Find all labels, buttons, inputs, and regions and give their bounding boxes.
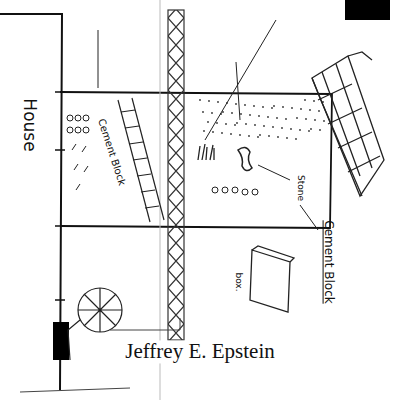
gravel-dot — [236, 122, 238, 124]
gravel-dot — [259, 134, 261, 136]
gravel-dot — [254, 124, 256, 126]
gravel-dot — [248, 135, 250, 137]
planter-sketch — [312, 52, 384, 196]
gravel-dot — [319, 129, 321, 131]
box-sketch — [250, 246, 294, 312]
gravel-dot — [240, 113, 242, 115]
redaction — [53, 322, 69, 360]
gravel-dot — [212, 131, 214, 133]
gravel-dot — [207, 121, 209, 123]
gravel-dot — [199, 99, 201, 101]
wheel-sketch — [68, 288, 122, 360]
redaction — [345, 0, 390, 20]
grass-tuft — [198, 144, 214, 160]
gravel-dot — [296, 117, 298, 119]
gravel-dot — [235, 103, 237, 105]
gravel-dot — [305, 118, 307, 120]
gravel-dot — [203, 130, 205, 132]
gravel-dot — [231, 112, 233, 114]
gravel-dot — [217, 101, 219, 103]
gravel-dot — [323, 120, 325, 122]
gravel-dot — [258, 115, 260, 117]
leader-lines — [98, 20, 318, 230]
gravel-dot — [272, 126, 274, 128]
gravel-dot — [208, 100, 210, 102]
gravel-dot — [271, 107, 273, 109]
gravel-dot — [295, 138, 297, 140]
gravel-dot — [318, 110, 320, 112]
lattice-truss — [168, 10, 184, 340]
gravel-dot — [221, 132, 223, 134]
gravel-dot — [262, 106, 264, 108]
tick-marks — [55, 92, 65, 300]
gravel-dot — [263, 125, 265, 127]
gravel-dot — [304, 99, 306, 101]
stone — [238, 147, 252, 170]
gravel-dot — [267, 116, 269, 118]
gravel-dot — [314, 119, 316, 121]
gravel-dot — [285, 118, 287, 120]
gravel-dot — [291, 107, 293, 109]
stone-label: Stone — [295, 175, 305, 201]
gravel-dot — [211, 112, 213, 114]
wall-label: Cement Block — [96, 117, 128, 187]
gravel-dots — [199, 99, 325, 140]
wall-line — [110, 318, 180, 330]
gravel-dot — [308, 130, 310, 132]
gravel-dot — [310, 128, 312, 130]
gravel-dot — [281, 127, 283, 129]
gravel-dot — [268, 135, 270, 137]
gravel-dot — [313, 100, 315, 102]
house-label: House — [21, 98, 40, 151]
courtyard-outline — [60, 92, 332, 228]
gravel-dot — [276, 117, 278, 119]
gravel-dot — [239, 134, 241, 136]
plant-marks — [67, 115, 258, 195]
gravel-dot — [244, 104, 246, 106]
gravel-dot — [234, 124, 236, 126]
edge-line — [20, 388, 130, 392]
gravel-dot — [309, 109, 311, 111]
gravel-dot — [230, 133, 232, 135]
box-label: box. — [233, 272, 243, 291]
wall-label: Cement Block — [321, 220, 334, 303]
name-label: Jeffrey E. Epstein — [125, 340, 274, 363]
gravel-dot — [282, 106, 284, 108]
gravel-dot — [299, 129, 301, 131]
house-wall — [0, 14, 62, 390]
gravel-dot — [202, 111, 204, 113]
gravel-dot — [245, 123, 247, 125]
gravel-dot — [273, 105, 275, 107]
gravel-dot — [290, 128, 292, 130]
ladder — [118, 98, 164, 222]
gravel-dot — [216, 122, 218, 124]
gravel-dot — [286, 137, 288, 139]
gravel-dot — [253, 105, 255, 107]
gravel-dot — [300, 108, 302, 110]
gravel-dot — [277, 136, 279, 138]
gravel-dot — [225, 123, 227, 125]
gravel-dot — [249, 114, 251, 116]
gravel-dot — [257, 136, 259, 138]
